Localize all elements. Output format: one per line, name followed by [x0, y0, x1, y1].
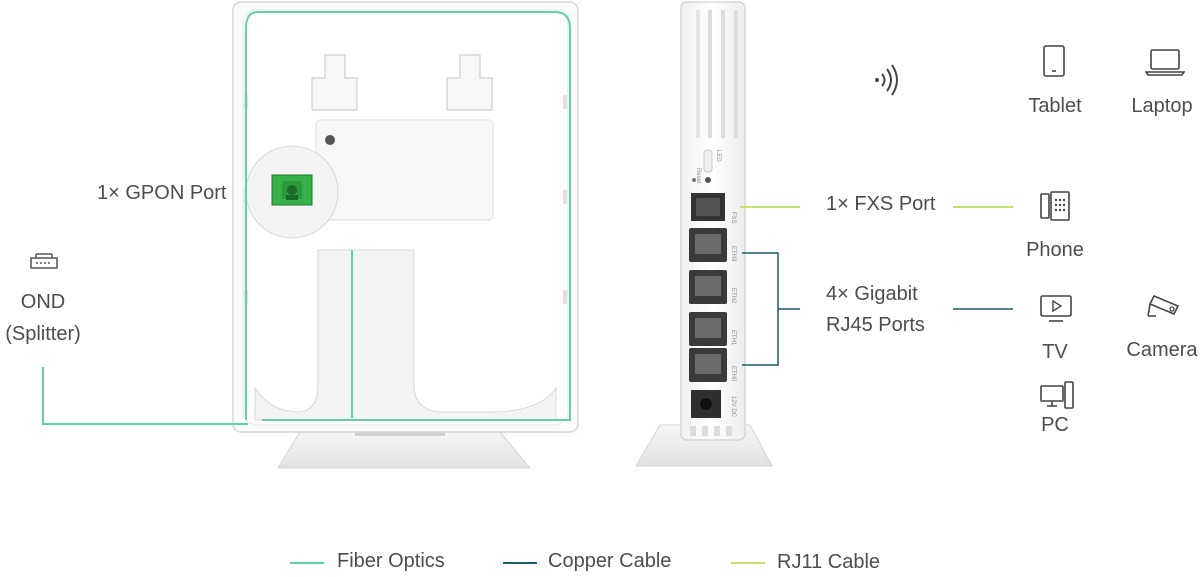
- fiber-line-ond: [42, 367, 248, 425]
- device-label-pc: PC: [1041, 414, 1069, 436]
- device-label-camera: Camera: [1126, 339, 1198, 361]
- port-label-reset: Reset: [695, 168, 701, 184]
- port-label-eth1: ETH1: [730, 330, 736, 346]
- copper-bracket: [742, 252, 779, 366]
- camera-icon: [1147, 294, 1180, 317]
- laptop-icon: [1145, 49, 1185, 76]
- port-label-eth2: ETH2: [730, 288, 736, 304]
- device-label-tv: TV: [1042, 341, 1068, 363]
- legend-copper-label: Copper Cable: [548, 550, 672, 572]
- device-label-phone: Phone: [1026, 239, 1084, 261]
- port-label-led: LED: [715, 150, 721, 162]
- ond-sublabel: (Splitter): [5, 323, 81, 345]
- legend-fiber-label: Fiber Optics: [337, 550, 445, 572]
- ond-label: OND: [20, 291, 66, 313]
- device-label-tablet: Tablet: [1028, 95, 1082, 117]
- port-label-eth0: ETH0: [730, 366, 736, 382]
- port-label-fxs: FXS: [730, 212, 736, 224]
- port-label-eth3: ETH3: [730, 246, 736, 262]
- fxs-port-label: 1× FXS Port: [826, 193, 936, 215]
- phone-icon: [1040, 191, 1070, 221]
- rj45-ports-label: RJ45 Ports: [826, 314, 925, 336]
- splitter-icon: [30, 253, 58, 269]
- router-back-view: [232, 1, 579, 469]
- wifi-icon: [875, 64, 898, 96]
- gpon-port-label: 1× GPON Port: [97, 182, 227, 204]
- device-label-laptop: Laptop: [1131, 95, 1193, 117]
- router-side-view: [635, 1, 773, 467]
- port-label-power: 12V DC: [730, 396, 736, 418]
- tablet-icon: [1043, 45, 1065, 77]
- tv-icon: [1040, 295, 1072, 322]
- legend-rj11-label: RJ11 Cable: [777, 551, 881, 573]
- pc-icon: [1040, 381, 1074, 409]
- gigabit-label: 4× Gigabit: [826, 283, 918, 305]
